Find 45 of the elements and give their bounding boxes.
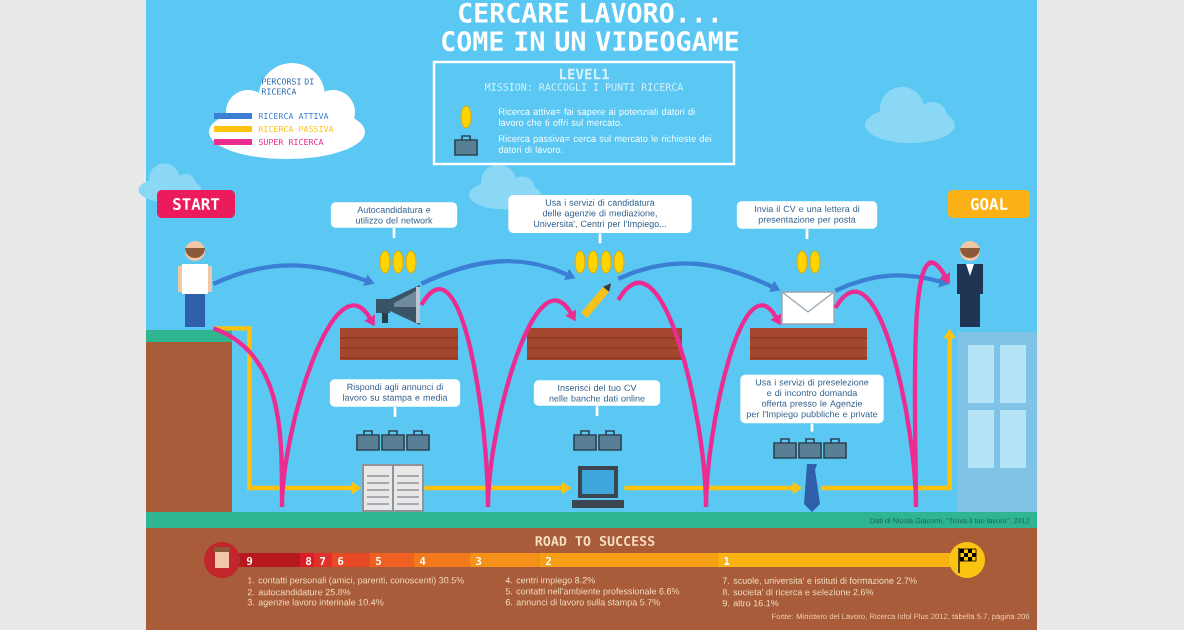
list-item: 5. contatti nell'ambiente professionale 6.6% <box>505 587 680 597</box>
start-badge: START <box>157 190 235 218</box>
segment-number: 7 <box>320 557 326 565</box>
segment-number: 3 <box>476 556 482 566</box>
list-item: 6. annunci di lavoro sulla stampa 5.7% <box>505 598 660 608</box>
megaphone-drawing <box>376 285 420 325</box>
speech-bubble: Usa i servizi di preselezione e di incontro domanda offerta presso le Agenzie per l'Impiego pubbliche e private <box>740 374 884 432</box>
list-item: 4. centri impiego 8.2% <box>505 576 595 586</box>
segment-number: 8 <box>306 556 312 566</box>
list-item: 7. scuole, universita' e istituti di formazione 2.7% <box>722 577 917 585</box>
start-badge: GOAL <box>948 190 1030 218</box>
list-item: 1. contatti personali (amici, parenti, conoscenti) 30.5% <box>248 576 464 586</box>
tie-drawing <box>804 464 820 512</box>
segment-number: 1 <box>724 557 730 565</box>
speech-bubble: Rispondi agli annunci di lavoro su stampa e media <box>329 379 461 417</box>
segment-number: 6 <box>338 556 344 566</box>
legend-heading: PERCORSI DI RICERCA <box>261 78 314 95</box>
segment-number: 4 <box>419 557 426 565</box>
list-item: 2. autocandidature 25.8% <box>247 588 351 596</box>
segment-number: 2 <box>545 557 551 566</box>
arrow <box>616 281 782 510</box>
legend-label: SUPER RICERCA <box>258 138 324 146</box>
businessman-drawing <box>957 241 983 327</box>
envelope-drawing <box>781 291 835 325</box>
title: CERCARE LAVORO... COME IN UN VIDEOGAME <box>442 2 738 52</box>
list-item: 3. agenzie lavoro interinale 10.4% <box>247 598 384 608</box>
person-drawing <box>178 241 212 327</box>
speech-bubble: Usa i servizi di candidatura delle agenzie di mediazione, Universita', Centri per l'Impiego... <box>508 195 692 244</box>
arrow <box>833 261 951 510</box>
laptop-drawing <box>572 466 624 508</box>
speech-bubble: Invia il CV e una lettera di presentazione per posta <box>736 201 878 239</box>
level-box: LEVEL1 MISSION: RACCOGLI I PUNTI RICERCA Ricerca attiva= fai sapere ai potenziali datori di lavoro che ti offri sul mercato. Ricerca passiva= cerca sul mercato le richieste dei datori di lavoro. <box>432 60 736 166</box>
arrow <box>212 303 376 510</box>
segment-number: 9 <box>246 556 253 566</box>
list-item: 9. altro 16.1% <box>722 599 779 607</box>
list-item: 8. societa' di ricerca e selezione 2.6% <box>722 588 874 596</box>
speech-bubble: Inserisci del tuo CV nelle banche dati online <box>533 380 661 417</box>
newspaper-drawing <box>362 464 424 512</box>
speech-bubble: Autocandidatura e utilizzo del network <box>330 202 458 239</box>
road-heading: ROAD TO SUCCESS <box>535 535 655 547</box>
pencil-drawing <box>581 283 612 318</box>
arrow <box>419 287 577 510</box>
segment-number: 5 <box>376 557 382 566</box>
legend-label: RICERCA ATTIVA <box>258 112 329 120</box>
legend-label: RICERCA PASSIVA <box>258 125 334 133</box>
